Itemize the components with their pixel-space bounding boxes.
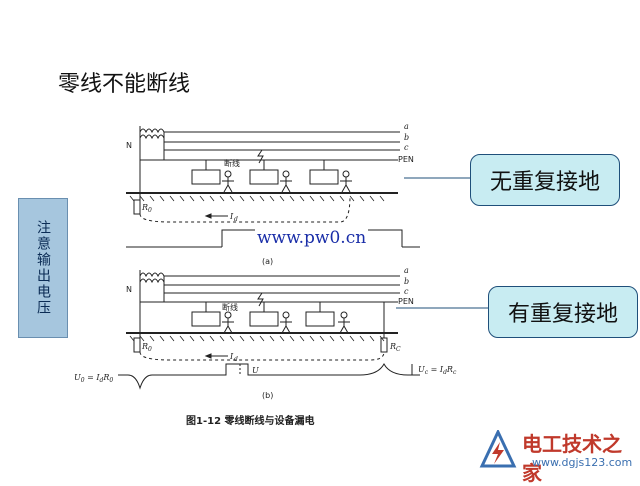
label-current-sub-a: d bbox=[234, 216, 238, 223]
resistor-rc-b bbox=[380, 337, 388, 353]
figure-caption: 图1-12 零线断线与设备漏电 bbox=[186, 414, 315, 427]
label-u0-formula: U0 = IdR0 bbox=[74, 373, 113, 384]
diagram-b bbox=[118, 270, 420, 390]
logo-url: www.dgjs123.com bbox=[532, 456, 633, 469]
label-neutral-b: N bbox=[126, 285, 132, 294]
current-path-a bbox=[139, 195, 351, 223]
label-current-b: I bbox=[229, 352, 234, 361]
label-rc-sub-b: C bbox=[396, 346, 401, 353]
label-r0-sub-b: 0 bbox=[148, 346, 152, 353]
callout-no-reground: 无重复接地 bbox=[470, 154, 620, 206]
label-phase-b-b: b bbox=[404, 277, 409, 286]
label-current-sub-b: d bbox=[234, 356, 238, 363]
label-phase-c-a: c bbox=[404, 143, 409, 152]
logo-brand: 电工技术之家 bbox=[522, 432, 622, 485]
label-rc-b: R bbox=[389, 342, 396, 351]
site-logo: 电工技术之家 www.dgjs123.com bbox=[474, 426, 640, 485]
side-label-text: 注意输出电压 bbox=[35, 220, 51, 316]
equipment-3-b bbox=[305, 311, 335, 327]
equipment-2-b bbox=[249, 311, 279, 327]
label-uc-formula: Uc = IdRc bbox=[418, 365, 457, 376]
equipment-3-a bbox=[309, 169, 339, 185]
resistor-r0-a bbox=[133, 199, 141, 215]
label-phase-a-a: a bbox=[404, 122, 409, 131]
label-phase-a-b: a bbox=[404, 266, 409, 275]
break-mark-a bbox=[257, 149, 264, 164]
label-u-b: U bbox=[252, 366, 259, 375]
break-mark-b bbox=[257, 292, 264, 307]
label-r0-b: R bbox=[141, 342, 148, 351]
transformer-coil-a bbox=[139, 128, 165, 134]
person-icon bbox=[340, 170, 352, 193]
label-break-a: 断线 bbox=[224, 158, 240, 168]
label-phase-c-b: c bbox=[404, 287, 409, 296]
label-neutral-a: N bbox=[126, 141, 132, 150]
voltage-curve-b bbox=[118, 362, 420, 390]
person-icon bbox=[222, 311, 234, 334]
callout-with-reground: 有重复接地 bbox=[488, 286, 638, 338]
label-part-b: (b) bbox=[262, 391, 273, 400]
label-r0-sub-a: 0 bbox=[148, 207, 152, 214]
diagram-a bbox=[126, 126, 420, 248]
label-phase-b-a: b bbox=[404, 133, 409, 142]
label-r0-a: R bbox=[141, 203, 148, 212]
label-part-a: (a) bbox=[262, 257, 273, 266]
equipment-2-a bbox=[249, 169, 279, 185]
current-path-b bbox=[139, 351, 385, 361]
logo-mark-icon bbox=[479, 430, 517, 468]
watermark: www.pw0.cn bbox=[255, 228, 369, 248]
person-icon bbox=[338, 311, 350, 334]
label-current-a: I bbox=[229, 212, 234, 221]
side-label-box: 注意输出电压 bbox=[18, 198, 68, 338]
label-pen-b: PEN bbox=[398, 297, 414, 306]
resistor-r0-b bbox=[133, 337, 141, 353]
equipment-1-a bbox=[191, 169, 221, 185]
person-icon bbox=[280, 311, 292, 334]
person-icon bbox=[280, 170, 292, 193]
transformer-coil-b bbox=[139, 272, 165, 278]
label-break-b: 断线 bbox=[222, 302, 238, 312]
label-pen-a: PEN bbox=[398, 155, 414, 164]
page-title: 零线不能断线 bbox=[58, 72, 191, 97]
equipment-1-b bbox=[191, 311, 221, 327]
person-icon bbox=[222, 170, 234, 193]
